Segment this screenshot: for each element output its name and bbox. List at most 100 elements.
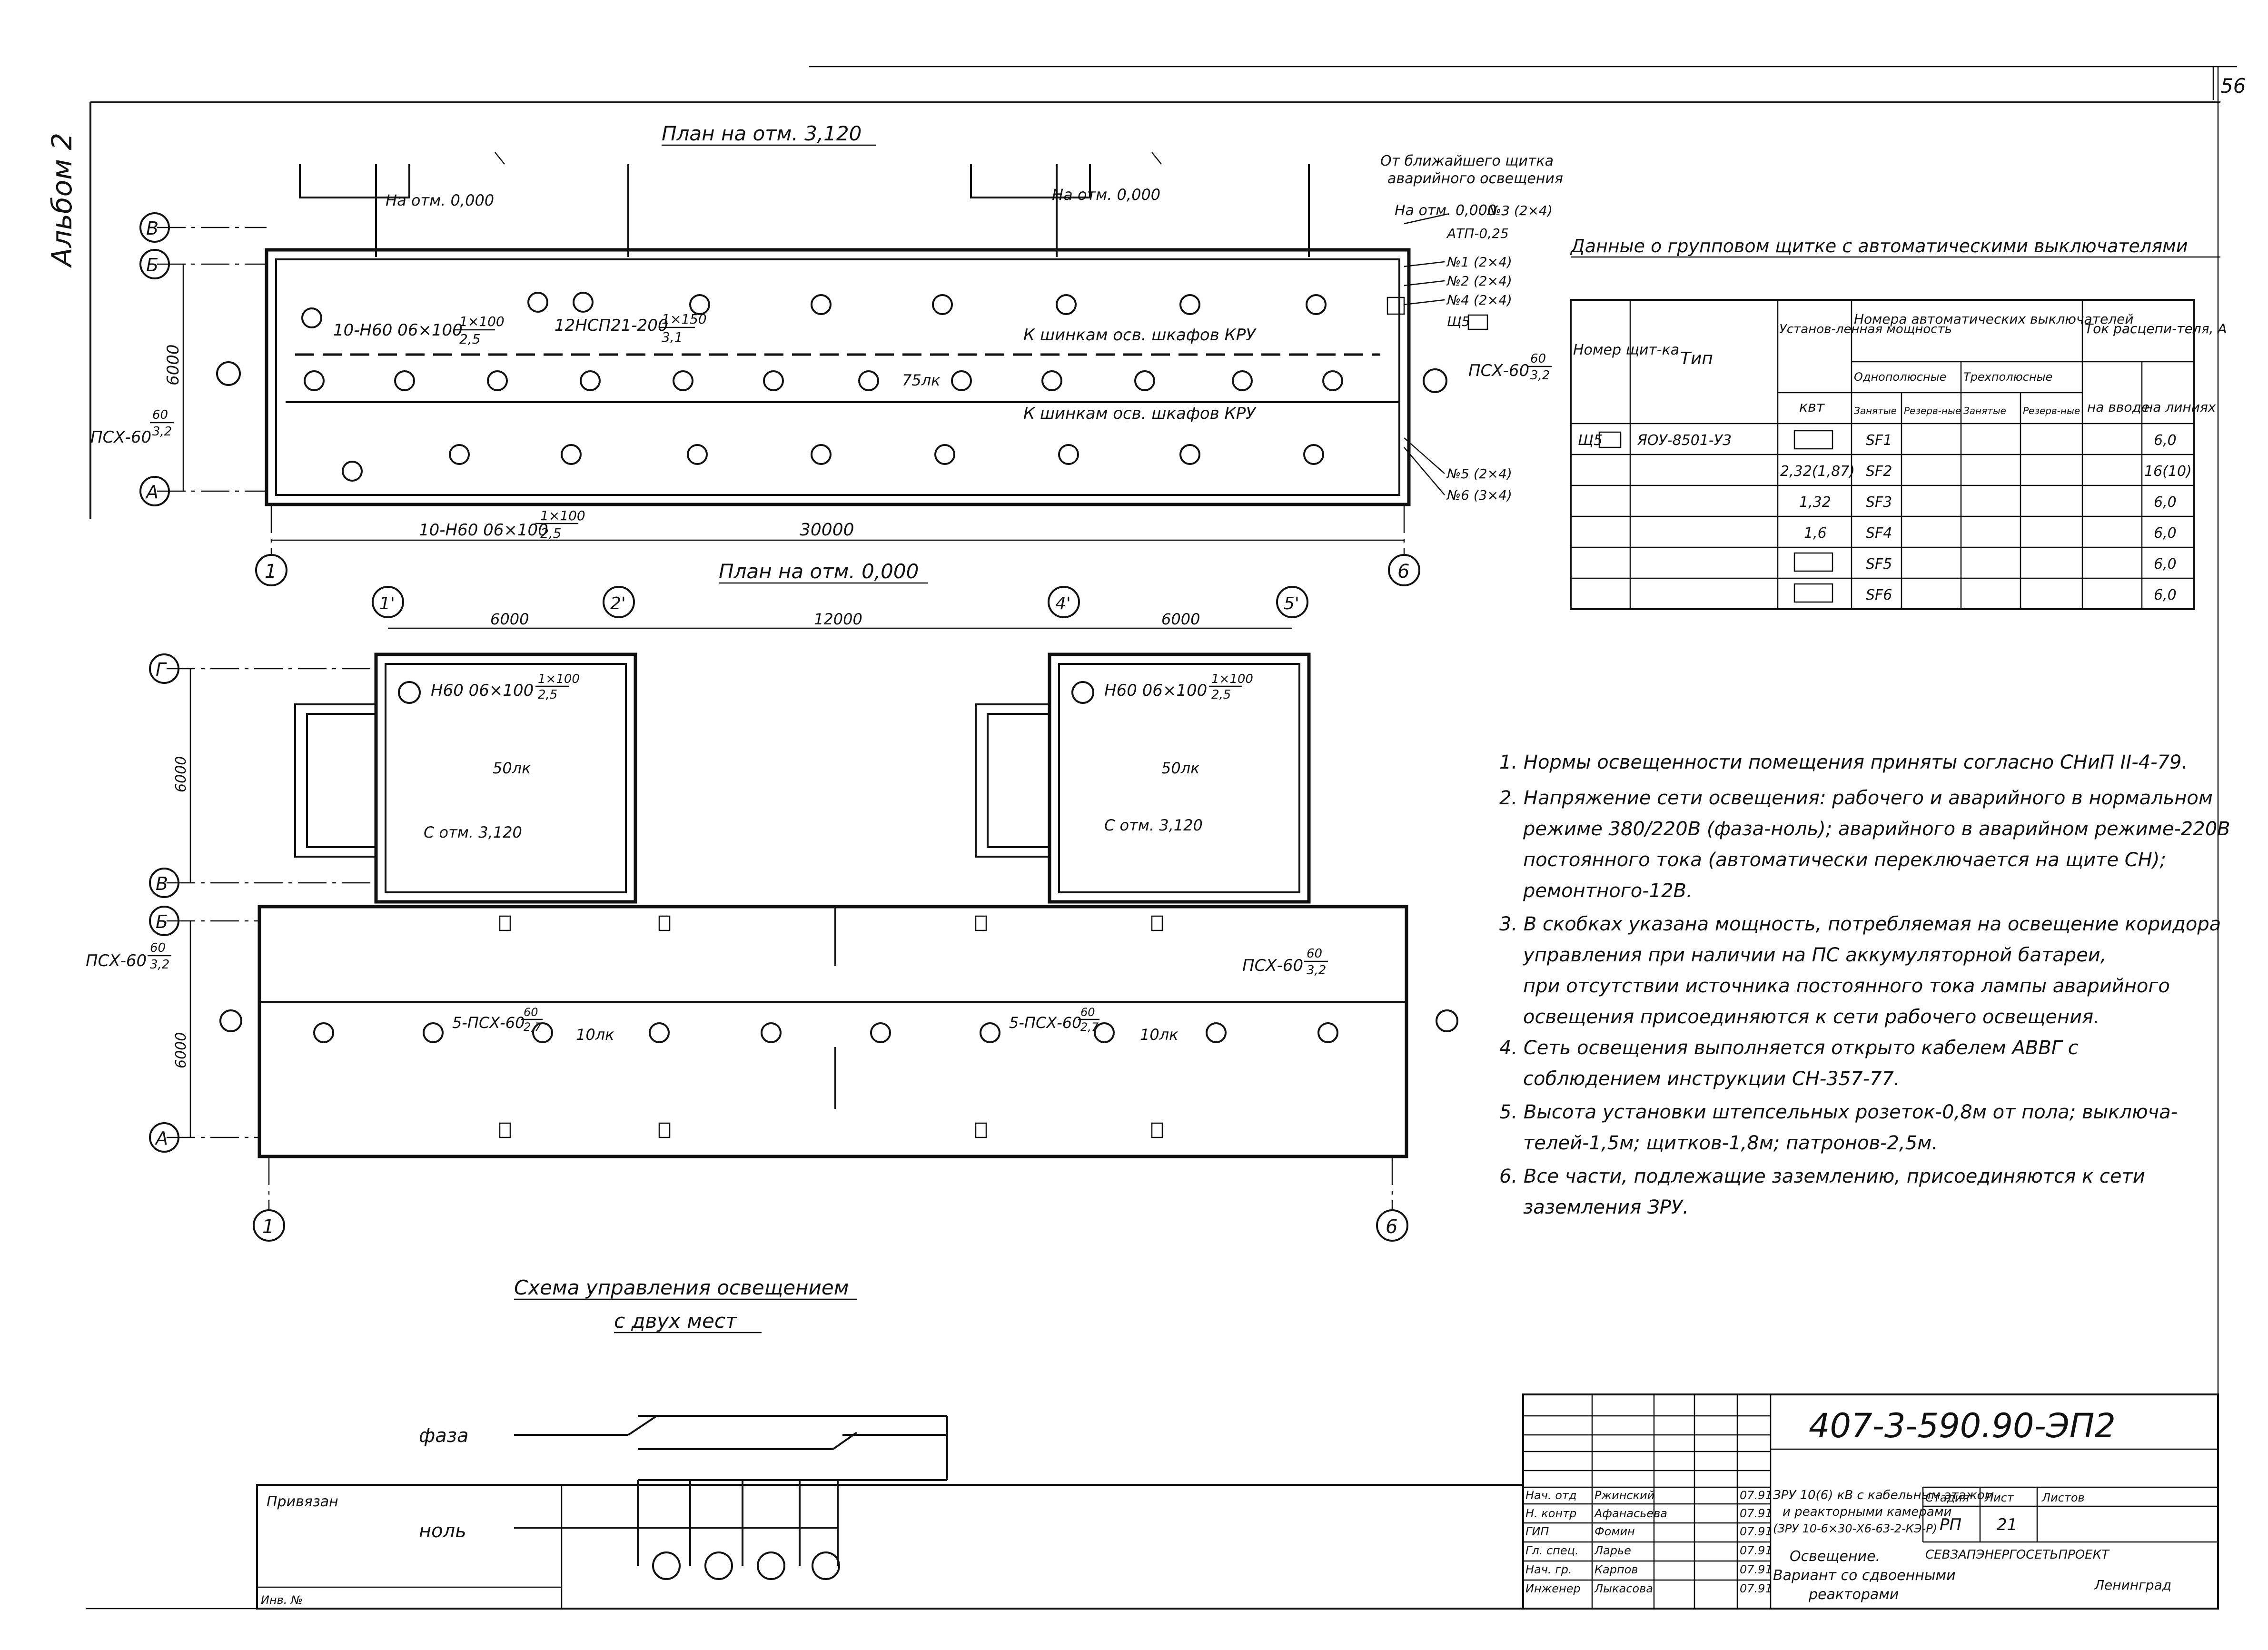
note-line: телей-1,5м; щитков-1,8м; патронов-2,5м. <box>1523 1132 1938 1154</box>
plan-top: План на отм. 3,120 В Б А 1 6 300 <box>90 122 1563 586</box>
socket-frac-top: 60 <box>152 408 168 422</box>
luminaire-row <box>304 370 1343 391</box>
kru-feed-label: К шинкам осв. шкафов КРУ <box>1023 326 1257 345</box>
table-cell: 1,32 <box>1799 494 1831 511</box>
lamp-label: Н60 06×100 <box>431 681 534 700</box>
panel-table: Данные о групповом щитке с автоматически… <box>1570 236 2227 610</box>
table-header: на линиях <box>2144 399 2216 415</box>
luminaire-row <box>342 444 1324 482</box>
table-cell: SF1 <box>1866 432 1892 449</box>
feed-note: На отм. 0,000 <box>1395 202 1496 219</box>
table-header: Резерв-ные <box>2023 405 2080 416</box>
table-row: 1,32 SF3 6,0 <box>1799 494 2177 511</box>
note-elev: На отм. 0,000 <box>1052 186 1160 204</box>
axis-label: Б <box>146 255 158 276</box>
sheets-label: Листов <box>2041 1491 2085 1504</box>
notes: 1. Нормы освещенности помещения приняты … <box>1499 751 2230 1218</box>
socket-label: ПСХ-60 <box>90 428 151 447</box>
table-row: 2,32(1,87) SF2 16(10) <box>1780 463 2192 480</box>
kru-feed-label: К шинкам осв. шкафов КРУ <box>1023 404 1257 423</box>
sheet-title: реакторами <box>1808 1586 1899 1603</box>
note-elev: С отм. 3,120 <box>1104 816 1203 834</box>
socket-frac-bot: 3,2 <box>152 425 172 439</box>
table-header: Номер щит-ка <box>1573 342 1679 358</box>
dim-label: 6000 <box>490 610 529 628</box>
date: 07.91 <box>1740 1507 1773 1520</box>
note-line: постоянного тока (автоматически переключ… <box>1523 849 2166 871</box>
table-header: Занятые <box>1963 405 2006 416</box>
date: 07.91 <box>1740 1489 1773 1502</box>
table-cell: ЯОУ-8501-У3 <box>1637 432 1732 449</box>
axis-label: В <box>156 873 168 894</box>
page-number: 56 <box>2220 74 2246 98</box>
lamp-group-label: 10-Н60 06×100 <box>333 321 463 340</box>
lamp-group-label: 12НСП21-200 <box>555 316 668 335</box>
scheme-title: с двух мест <box>614 1309 738 1333</box>
luminaire-row <box>219 1009 1458 1043</box>
table-row: SF5 6,0 <box>1793 552 2177 573</box>
title-block: 407-3-590.90-ЭП2 Привязан Инв. № Нач. от… <box>256 1393 2219 1610</box>
role: Нач. отд <box>1525 1489 1576 1502</box>
sheet-label: Лист <box>1984 1491 2014 1504</box>
axis-label: 6 <box>1397 561 1409 583</box>
note-line: управления при наличии на ПС аккумулятор… <box>1523 944 2107 966</box>
illuminance-label: 50лк <box>1161 759 1200 777</box>
corr-frac-top: 60 <box>1080 1006 1095 1019</box>
table-header: Установ-ленная мощность <box>1779 322 1952 336</box>
table-header: Ток расцепи-теля, А <box>2085 321 2227 336</box>
doc-code: 407-3-590.90-ЭП2 <box>1809 1406 2116 1445</box>
lamp-frac-top: 1×100 <box>540 508 585 524</box>
date: 07.91 <box>1740 1525 1773 1538</box>
table-header: Номера автоматических выключателей <box>1854 311 2134 327</box>
socket-label: ПСХ-60 <box>86 951 147 970</box>
table-cell: 6,0 <box>2154 494 2177 511</box>
table-header: квт <box>1799 399 1825 415</box>
note-line: заземления ЗРУ. <box>1523 1196 1689 1218</box>
note-elev: С отм. 3,120 <box>424 823 522 841</box>
axis-label: 1 <box>262 1216 274 1238</box>
person: Ларье <box>1594 1544 1631 1557</box>
lamp-frac-top: 1×100 <box>1211 672 1253 686</box>
neutral-label: ноль <box>419 1520 466 1542</box>
table-header: Трехполюсные <box>1963 370 2052 384</box>
inv-label: Инв. № <box>261 1593 303 1607</box>
date: 07.91 <box>1740 1582 1773 1595</box>
note-line: 1. Нормы освещенности помещения приняты … <box>1499 751 2188 773</box>
lamp-frac-top: 1×150 <box>662 311 707 327</box>
person: Карпов <box>1595 1563 1638 1576</box>
feed-line: №5 (2×4) <box>1446 466 1512 482</box>
feed-note: От ближайшего щитка <box>1380 153 1554 169</box>
feed-line: №1 (2×4) <box>1446 254 1512 270</box>
person: Лыкасова <box>1594 1582 1653 1595</box>
plan-top-title: План на отм. 3,120 <box>662 122 862 145</box>
table-cell: 2,32(1,87) <box>1780 463 1855 480</box>
lamp-label: Н60 06×100 <box>1104 681 1207 700</box>
table-cell: SF3 <box>1866 494 1892 511</box>
axis-label: А <box>154 1128 168 1149</box>
table-cell: SF4 <box>1866 525 1892 542</box>
note-line: соблюдением инструкции СН-357-77. <box>1523 1068 1900 1090</box>
feed-line: №6 (3×4) <box>1446 487 1512 503</box>
axis-label: 6 <box>1386 1216 1397 1238</box>
table-header: Занятые <box>1854 405 1897 416</box>
corr-frac-bot: 2,7 <box>1080 1020 1099 1034</box>
org-name: СЕВЗАПЭНЕРГОСЕТЬПРОЕКТ <box>1925 1548 2110 1562</box>
stage-label: Стадия <box>1925 1491 1969 1504</box>
table-row: SF6 6,0 <box>1793 583 2177 603</box>
table-cell: 16(10) <box>2144 463 2192 480</box>
lamp-frac-bot: 3,1 <box>662 329 683 345</box>
corr-group-label: 5-ПСХ-60 <box>452 1014 525 1032</box>
axis-label: А <box>145 482 158 503</box>
note-line: 4. Сеть освещения выполняется открыто ка… <box>1499 1037 2079 1059</box>
table-cell: SF6 <box>1866 587 1892 603</box>
table-cell: Щ5 <box>1578 432 1603 449</box>
dim-label: 6000 <box>173 1032 189 1068</box>
illuminance-label: 50лк <box>493 759 531 777</box>
plan-bottom: План на отм. 0,000 1' 2' 4' 5' 6000 1200… <box>86 560 1458 1242</box>
corr-frac-top: 60 <box>524 1006 538 1019</box>
dim-width: 30000 <box>800 520 854 540</box>
feed-line: №3 (2×4) <box>1486 203 1553 218</box>
illuminance-label: 75лк <box>902 371 941 389</box>
project-name: и реакторными камерами <box>1783 1505 1951 1519</box>
